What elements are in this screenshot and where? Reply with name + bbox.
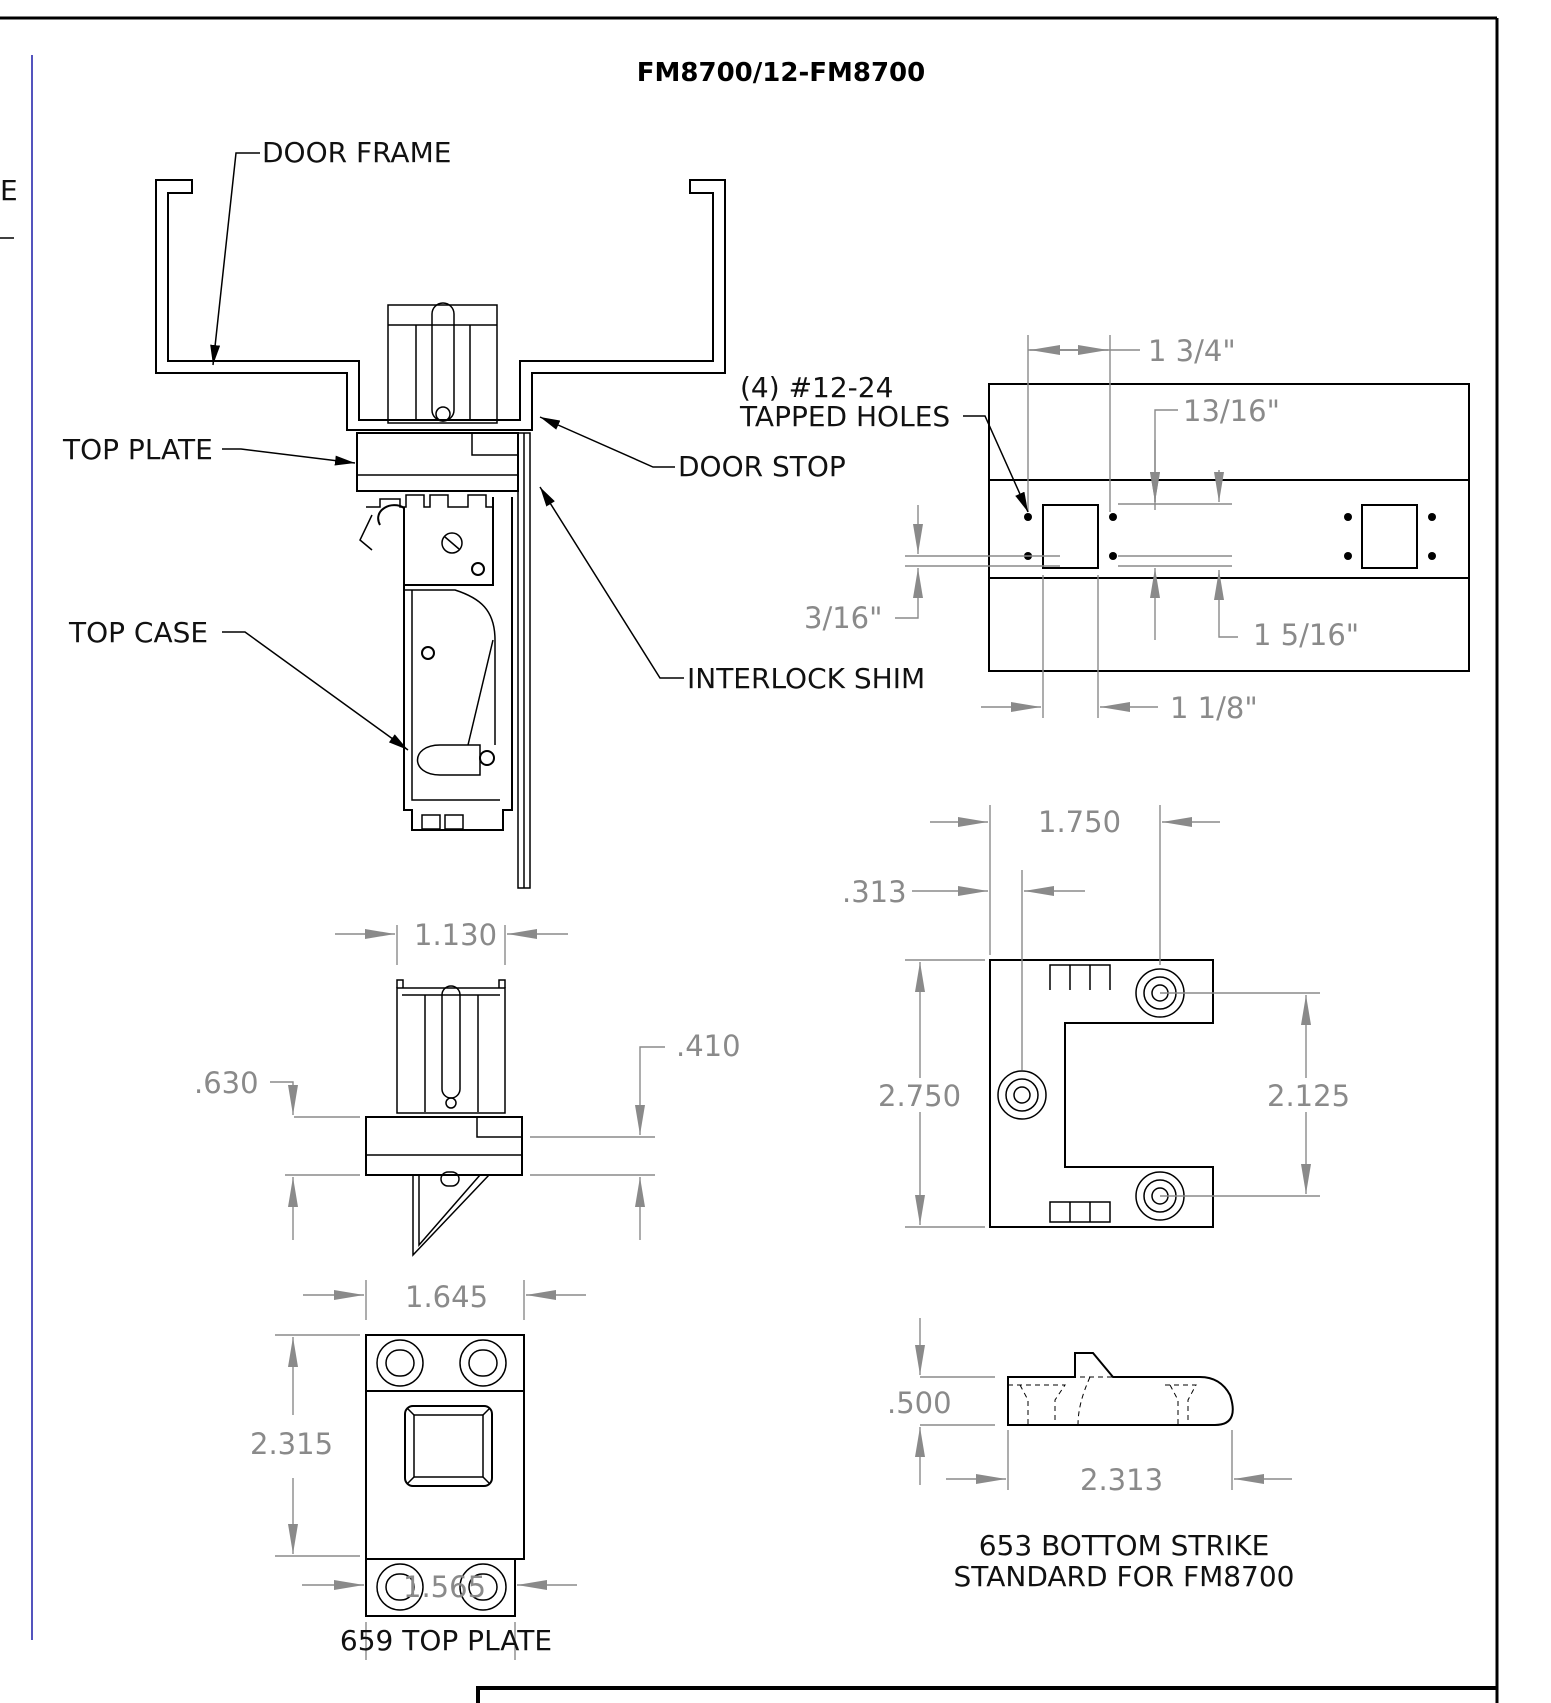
door-frame-label: DOOR FRAME [262,136,451,169]
hole-template-view: (4) #12-24 TAPPED HOLES 1 3/4" 13/16" 3/… [739,334,1470,725]
door-frame-profile [155,179,726,431]
dim-0-500: .500 [887,1386,952,1420]
tapped-holes-leader [963,415,1029,513]
dim-2-750: 2.750 [878,1079,961,1113]
bottom-strike-view: 1.750 .313 2.750 2.125 .500 2.313 653 BO… [842,805,1350,1593]
dim-1-3-4: 1 3/4" [1148,334,1236,368]
dim-1-565: 1.565 [403,1570,486,1604]
top-plate-label: TOP PLATE [62,433,213,466]
strike-caption-line1: 653 BOTTOM STRIKE [979,1529,1270,1562]
cropped-left-label: E [0,174,18,207]
dim-0-313: .313 [842,875,907,909]
door-frame-leader [210,152,260,366]
strike-caption-line2: STANDARD FOR FM8700 [954,1560,1295,1593]
top-plate-leader [222,448,356,466]
sheet-border [0,16,1499,1703]
dim-0-630: .630 [194,1066,259,1100]
assembly-view: DOOR FRAME TOP PLATE DOOR STOP TOP CASE … [62,136,925,889]
tapped-holes-label-line2: TAPPED HOLES [739,400,950,433]
dim-1-1-8: 1 1/8" [1170,691,1258,725]
dim-13-16: 13/16" [1183,394,1280,428]
dim-0-410: .410 [676,1029,741,1063]
top-case-leader [222,631,409,751]
interlock-shim-leader [539,486,684,679]
dim-1-645: 1.645 [405,1280,488,1314]
dim-1-5-16: 1 5/16" [1253,618,1359,652]
dim-2-125: 2.125 [1267,1079,1350,1113]
dim-3-16: 3/16" [804,601,882,635]
dim-2-313: 2.313 [1080,1463,1163,1497]
top-case-label: TOP CASE [68,616,208,649]
dim-1-130: 1.130 [414,918,497,952]
top-plate-caption: 659 TOP PLATE [340,1624,552,1657]
drawing-title: FM8700/12-FM8700 [637,58,925,88]
interlock-shim-label: INTERLOCK SHIM [687,662,925,695]
dim-1-750: 1.750 [1038,805,1121,839]
latch-body [356,302,531,889]
top-plate-side-view: 1.130 .630 .410 [194,918,741,1257]
tapped-holes-label-line1: (4) #12-24 [740,371,893,404]
door-stop-label: DOOR STOP [678,450,846,483]
dim-2-315: 2.315 [250,1427,333,1461]
door-stop-leader [539,416,675,468]
top-plate-659-view: 1.645 2.315 1.565 659 TOP PLATE [250,1280,586,1660]
